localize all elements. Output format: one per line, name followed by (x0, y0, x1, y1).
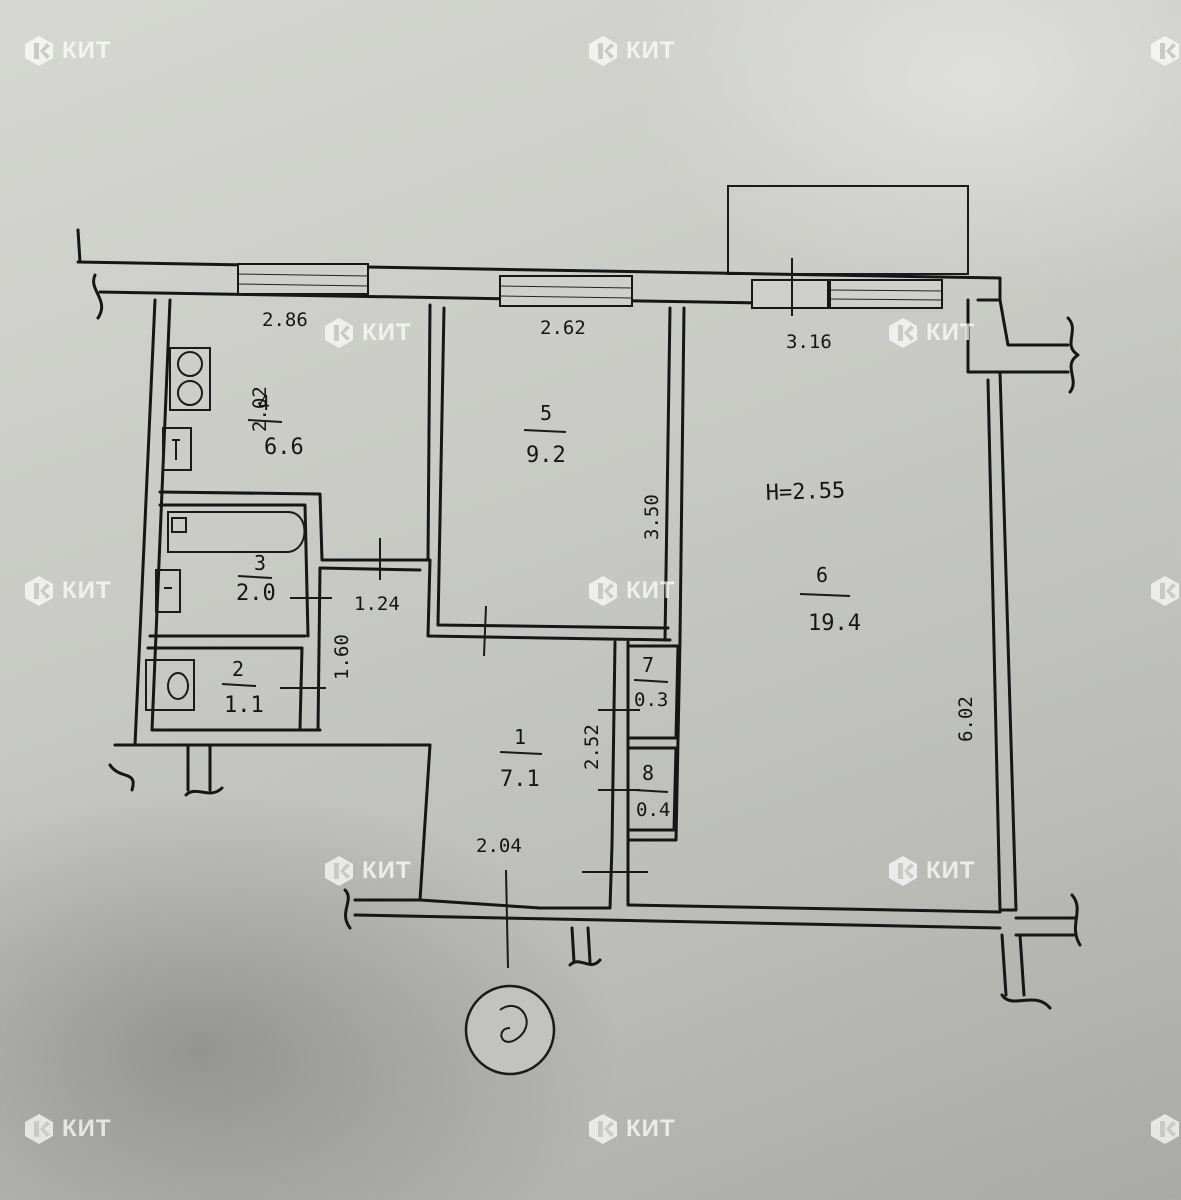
ceiling-height: H=2.55 (765, 478, 845, 506)
dimension-ticks (280, 538, 648, 969)
bathtub-icon (167, 511, 306, 553)
room6-number: 6 (816, 563, 828, 587)
watermark (1148, 1112, 1181, 1146)
room2-number: 2 (232, 657, 244, 681)
watermark (1148, 574, 1181, 608)
kit-logo-icon (325, 318, 353, 348)
room5-walls (426, 303, 686, 642)
dim-corridor-length: 1.60 (331, 634, 353, 680)
room1-number: 1 (514, 725, 526, 749)
dim-room6-depth: 6.02 (955, 696, 977, 742)
kit-logo-icon (889, 856, 917, 886)
dim-hall-length: 2.52 (581, 724, 603, 770)
dim-hall-width: 2.04 (476, 835, 522, 857)
kit-logo-icon (589, 576, 617, 606)
dim-room6-width: 3.16 (786, 331, 832, 353)
dim-kitchen-width: 2.86 (262, 309, 308, 331)
room3-area: 2.0 (236, 581, 276, 606)
room5-area: 9.2 (526, 443, 566, 468)
dim-kitchen-depth: 2.02 (249, 386, 271, 432)
room8-area: 0.4 (636, 799, 670, 821)
bathroom-walls (146, 490, 430, 732)
room4-number: 4 (258, 391, 270, 415)
watermark: КИТ (886, 316, 976, 350)
window-room6 (829, 279, 943, 309)
sink-icon (162, 427, 192, 471)
kit-logo-icon (1151, 36, 1179, 66)
kit-logo-icon (325, 856, 353, 886)
room7-area: 0.3 (634, 689, 668, 711)
room8-number: 8 (642, 761, 654, 785)
balcony-door (751, 279, 829, 309)
dim-corridor-width: 1.24 (354, 593, 400, 615)
toilet-icon (145, 659, 195, 711)
watermark: КИТ (22, 34, 112, 68)
window-room5 (499, 275, 633, 307)
kit-logo-icon (1151, 576, 1179, 606)
dimension-labels: 2.86 2.62 3.16 2.02 3.50 6.02 1.24 1.60 … (249, 309, 977, 857)
window-kitchen (237, 263, 369, 295)
kit-logo-icon (889, 318, 917, 348)
watermark: КИТ (886, 854, 976, 888)
watermark: КИТ (586, 34, 676, 68)
room3-number: 3 (254, 551, 266, 575)
left-outer-wall (108, 298, 432, 797)
right-outer-wall (966, 298, 1082, 1010)
balcony (727, 185, 969, 275)
watermark: КИТ (22, 1112, 112, 1146)
stove-icon (169, 347, 211, 411)
watermark: КИТ (586, 1112, 676, 1146)
room1-area: 7.1 (500, 767, 540, 792)
kit-logo-icon (589, 1114, 617, 1144)
room5-number: 5 (540, 401, 552, 425)
closets (610, 638, 682, 907)
room4-area: 6.6 (264, 435, 304, 460)
hall-walls (343, 743, 1002, 967)
watermark (1148, 34, 1181, 68)
dim-room5-width: 2.62 (540, 317, 586, 339)
kit-logo-icon (25, 36, 53, 66)
room7-number: 7 (642, 653, 654, 677)
room2-area: 1.1 (224, 693, 264, 718)
watermark: КИТ (322, 316, 412, 350)
dim-room5-depth: 3.50 (641, 494, 663, 540)
watermark: КИТ (586, 574, 676, 608)
watermark: КИТ (22, 574, 112, 608)
riser-circle (464, 984, 556, 1076)
kit-logo-icon (25, 1114, 53, 1144)
kit-logo-icon (589, 36, 617, 66)
washbasin-icon (155, 569, 181, 613)
windows (237, 263, 943, 309)
room6-area: 19.4 (808, 611, 861, 636)
kit-logo-icon (1151, 1114, 1179, 1144)
kit-logo-icon (25, 576, 53, 606)
watermark: КИТ (322, 854, 412, 888)
room-labels: 4 6.6 5 9.2 6 19.4 3 2.0 2 1.1 1 7.1 7 0… (221, 391, 861, 821)
